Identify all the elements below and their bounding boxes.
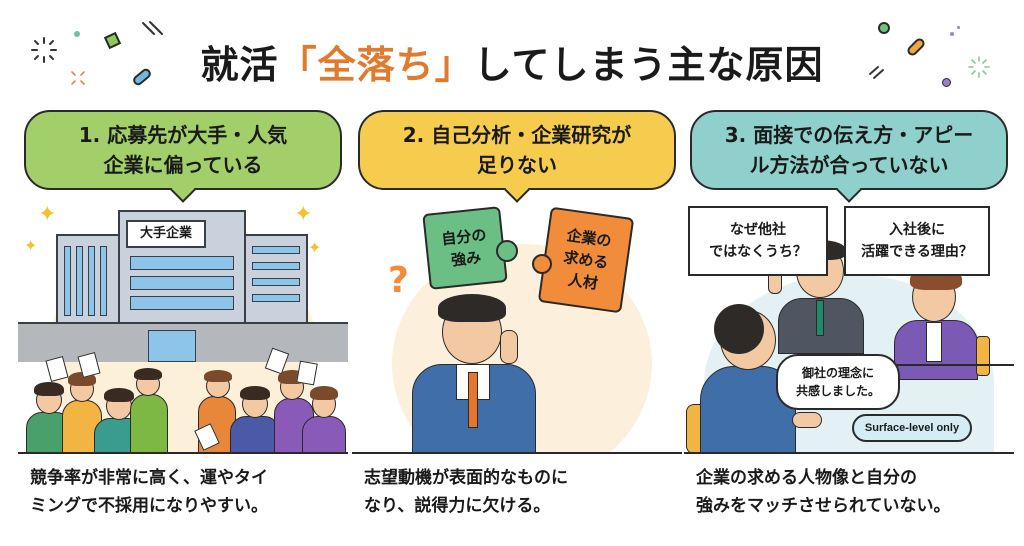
cause-card-1: 1. 応募先が大手・人気 企業に偏っている ✦ ✦ ✦ ✦ 大手企業 xyxy=(18,104,348,544)
cause-heading-line2: 企業に偏っている xyxy=(103,153,263,177)
circle-confetti-icon xyxy=(942,78,951,87)
dot-icon xyxy=(957,26,960,29)
burst-icon xyxy=(31,37,57,63)
title-accent: 「全落ち」 xyxy=(278,43,474,87)
question-box-contribution: 入社後に 活躍できる理由？ xyxy=(844,206,990,276)
question-box-why-us: なぜ他社 ではなくうち？ xyxy=(688,206,828,276)
caption-line2: なり、説得力に欠ける。 xyxy=(364,496,551,516)
interview-illustration: なぜ他社 ではなくうち？ 入社後に 活躍できる理由？ 御社の理念に 共感しました… xyxy=(684,204,1014,454)
cause-heading-bubble: 2. 自己分析・企業研究が 足りない xyxy=(358,110,676,190)
sparkle-icon: ✦ xyxy=(294,204,313,227)
lines-icon xyxy=(142,21,163,35)
question-mark-icon: ? xyxy=(388,260,409,301)
interviewer-icon xyxy=(884,264,990,384)
document-icon xyxy=(45,356,69,382)
cause-card-3: 3. 面接での伝え方・アピー ル方法が合っていない xyxy=(684,104,1014,544)
burst-icon xyxy=(968,56,990,78)
caption-line1: 競争率が非常に高く、運やタイ xyxy=(30,468,268,488)
caption-line1: 志望動機が表面的なものに xyxy=(364,468,568,488)
page-title: 就活「全落ち」してしまう主な原因 xyxy=(0,34,1024,89)
dot-icon xyxy=(950,32,954,36)
cause-heading-bubble: 1. 応募先が大手・人気 企業に偏っている xyxy=(24,110,342,190)
lines-icon xyxy=(869,66,884,79)
caption-line1: 企業の求める人物像と自分の xyxy=(696,468,917,488)
circle-confetti-icon xyxy=(878,22,890,34)
document-icon xyxy=(296,360,318,386)
dot-icon xyxy=(74,31,80,37)
sparkle-icon: ✦ xyxy=(308,238,322,257)
cause-card-2: 2. 自己分析・企業研究が 足りない 自分の 強み 企業の 求める 人材 ? xyxy=(352,104,682,544)
cause-heading-line2: 足りない xyxy=(476,153,557,177)
cause-heading-line1: 2. 自己分析・企業研究が xyxy=(402,123,632,147)
cause-caption: 企業の求める人物像と自分の 強みをマッチさせられていない。 xyxy=(696,464,1012,520)
company-sign: 大手企業 xyxy=(126,220,206,248)
caption-line2: 強みをマッチさせられていない。 xyxy=(696,496,951,516)
big-company-illustration: ✦ ✦ ✦ ✦ 大手企業 xyxy=(18,204,348,454)
cause-heading-line1: 3. 面接での伝え方・アピー xyxy=(724,123,974,147)
puzzle-piece-icon: 自分の 強み xyxy=(422,206,508,290)
speech-bubble-icon: 御社の理念に 共感しました。 xyxy=(776,354,900,410)
caption-line2: ミングで不採用になりやすい。 xyxy=(30,496,268,516)
small-burst-icon xyxy=(71,71,85,85)
title-suffix: してしまう主な原因 xyxy=(473,43,824,87)
confused-student-icon xyxy=(392,294,572,454)
sparkle-icon: ✦ xyxy=(24,236,38,255)
self-analysis-illustration: 自分の 強み 企業の 求める 人材 ? xyxy=(352,204,682,454)
cause-heading-line2: ル方法が合っていない xyxy=(749,153,949,177)
cause-heading-bubble: 3. 面接での伝え方・アピー ル方法が合っていない xyxy=(690,110,1008,190)
sparkle-icon: ✦ xyxy=(38,204,57,227)
cause-caption: 競争率が非常に高く、運やタイ ミングで不採用になりやすい。 xyxy=(30,464,346,520)
cause-caption: 志望動機が表面的なものに なり、説得力に欠ける。 xyxy=(364,464,680,520)
cause-heading-line1: 1. 応募先が大手・人気 xyxy=(78,123,288,147)
title-prefix: 就活 xyxy=(200,43,279,87)
surface-level-tag: Surface-level only xyxy=(852,414,972,442)
crowd-icon xyxy=(18,347,348,454)
